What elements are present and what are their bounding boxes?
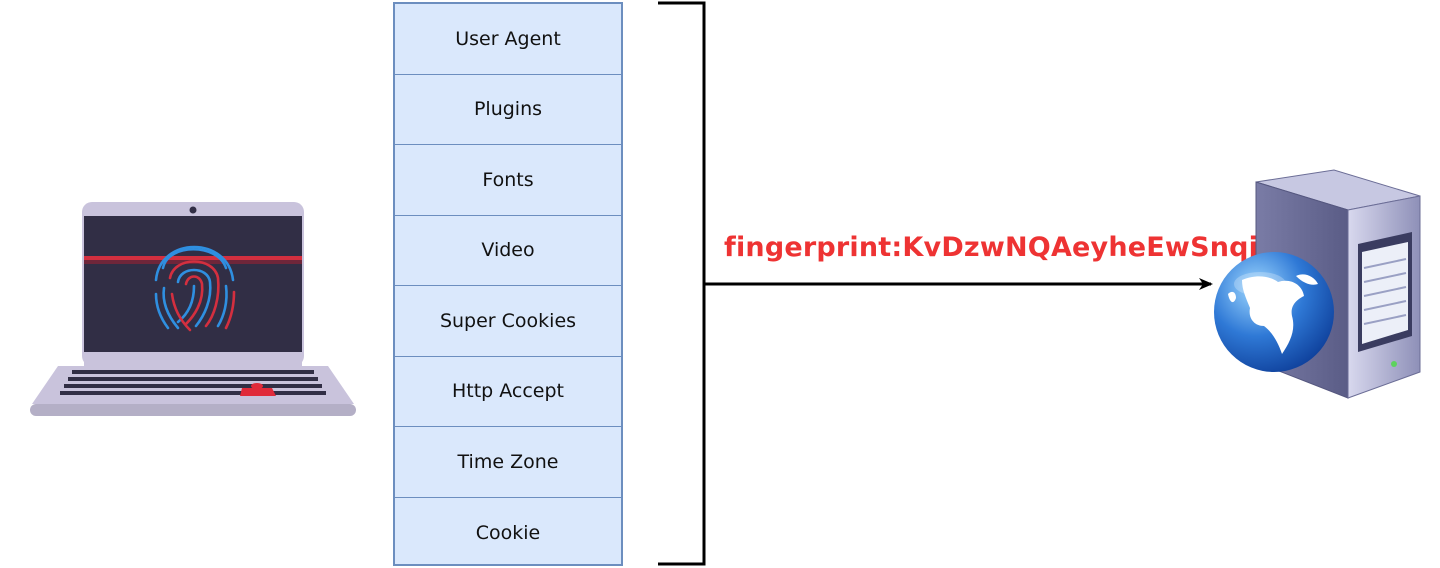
bracket-connector (655, 0, 1215, 567)
laptop-fingerprint-icon (28, 198, 358, 426)
attribute-cell-fonts: Fonts (395, 145, 621, 216)
attribute-cell-super-cookies: Super Cookies (395, 286, 621, 357)
attribute-cell-video: Video (395, 216, 621, 287)
attribute-cell-user-agent: User Agent (395, 4, 621, 75)
attribute-cell-time-zone: Time Zone (395, 427, 621, 498)
attribute-stack: User Agent Plugins Fonts Video Super Coo… (393, 2, 623, 566)
attribute-cell-cookie: Cookie (395, 498, 621, 568)
attribute-cell-plugins: Plugins (395, 75, 621, 146)
web-server-globe-icon (1208, 166, 1440, 402)
attribute-cell-http-accept: Http Accept (395, 357, 621, 428)
